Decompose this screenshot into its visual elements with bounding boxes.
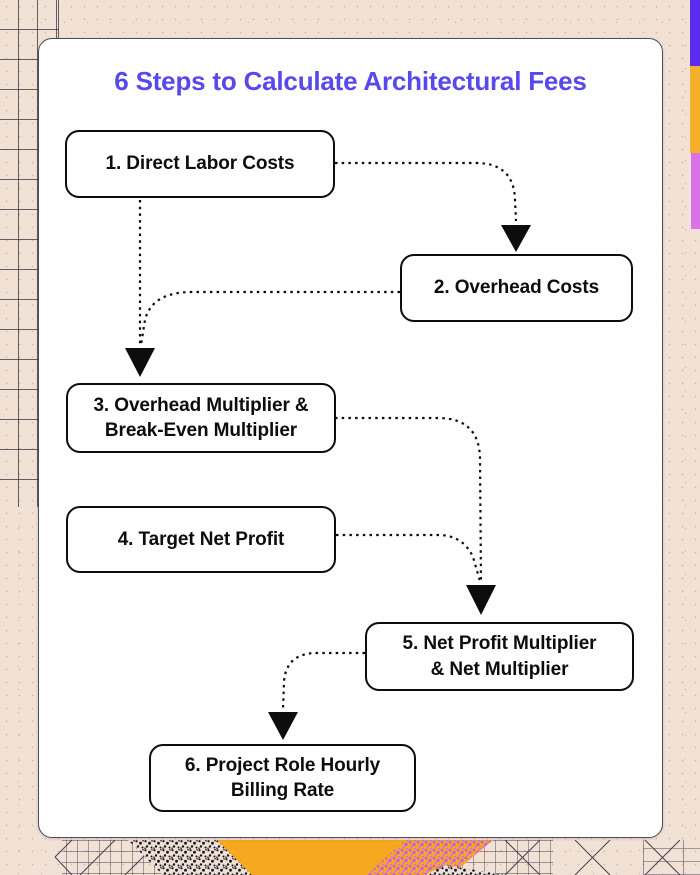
step-label-line: 6. Project Role Hourly bbox=[184, 754, 381, 776]
step-box-2-overhead-costs: 2. Overhead Costs bbox=[400, 254, 633, 322]
step-box-4-target-net-profit: 4. Target Net Profit bbox=[66, 506, 336, 573]
band-grid-mid bbox=[451, 840, 553, 875]
step-label-line: Billing Rate bbox=[230, 780, 335, 801]
step-box-5-net-profit-net-multiplier: 5. Net Profit Multiplier & Net Multiplie… bbox=[365, 622, 634, 691]
decor-strip-orchid bbox=[691, 153, 700, 229]
band-grid-right bbox=[643, 840, 700, 875]
step-label-line: 4. Target Net Profit bbox=[117, 528, 285, 550]
step-box-6-project-role-hourly-billing-rate: 6. Project Role Hourly Billing Rate bbox=[149, 744, 416, 812]
band-noise-left bbox=[128, 840, 252, 875]
page-title: 6 Steps to Calculate Architectural Fees bbox=[114, 66, 587, 96]
decor-strip-purple bbox=[690, 0, 700, 66]
step-box-3-overhead-break-even-multiplier: 3. Overhead Multiplier & Break-Even Mult… bbox=[66, 383, 336, 453]
step-label-line: & Net Multiplier bbox=[430, 658, 569, 680]
decor-bottom-band bbox=[54, 840, 700, 875]
step-label-line: 5. Net Profit Multiplier bbox=[402, 633, 597, 655]
step-label-line: 3. Overhead Multiplier & bbox=[93, 394, 309, 416]
band-noise-mid bbox=[425, 865, 505, 875]
step-label-line: 1. Direct Labor Costs bbox=[105, 153, 295, 175]
step-label-line: Break-Even Multiplier bbox=[104, 420, 298, 441]
decor-strip-yellow bbox=[690, 66, 700, 153]
step-box-1-direct-labor-costs: 1. Direct Labor Costs bbox=[65, 130, 335, 198]
step-label-line: 2. Overhead Costs bbox=[433, 277, 600, 299]
band-diamond-lines-left bbox=[54, 840, 231, 875]
